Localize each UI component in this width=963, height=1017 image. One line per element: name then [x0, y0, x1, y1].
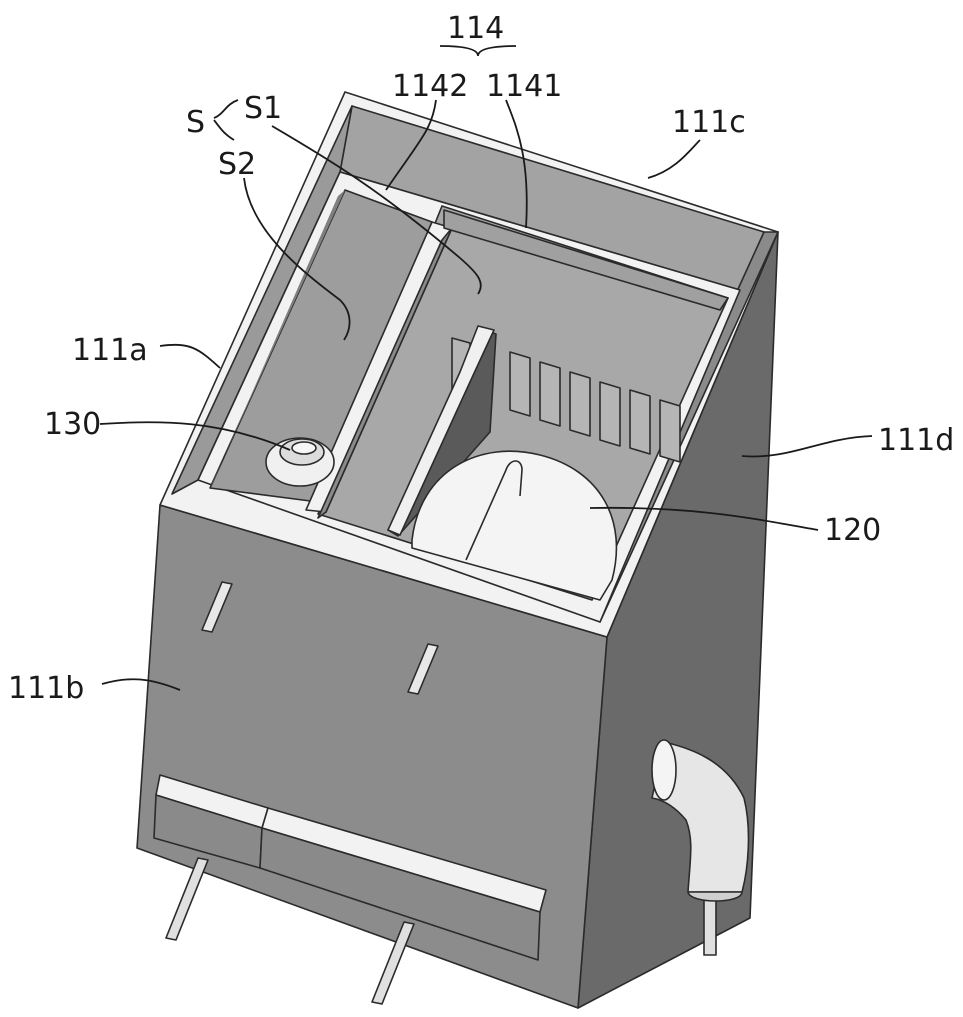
label-111b: 111b: [8, 671, 84, 706]
float-ball-120: [411, 450, 618, 601]
bottom-block-right-face: [259, 827, 541, 961]
label-S2: S2: [218, 147, 256, 182]
label-114: 114: [447, 11, 504, 46]
label-120: 120: [824, 513, 881, 548]
front-pins: [201, 581, 439, 695]
reference-labels: 114 1142 1141 111c S S1 S2 111a 130 111d…: [8, 11, 954, 706]
float-rod: [465, 460, 523, 561]
chamber-s2-shadow: [210, 190, 345, 488]
legs: [165, 857, 717, 1005]
label-111c: 111c: [672, 105, 746, 140]
label-S1: S1: [244, 91, 282, 126]
partition-1141-face: [443, 209, 729, 311]
elbow-pipe: [651, 739, 750, 902]
label-1141: 1141: [486, 69, 562, 104]
label-111d: 111d: [878, 423, 954, 458]
label-S: S: [186, 105, 205, 140]
partition-1142-face: [317, 227, 453, 519]
label-111a: 111a: [72, 333, 148, 368]
center-plate-rim: [387, 325, 495, 536]
label-130: 130: [44, 407, 101, 442]
label-1142: 1142: [392, 69, 468, 104]
leader-lines: [99, 45, 873, 691]
drain-fitting-130: [265, 437, 335, 487]
